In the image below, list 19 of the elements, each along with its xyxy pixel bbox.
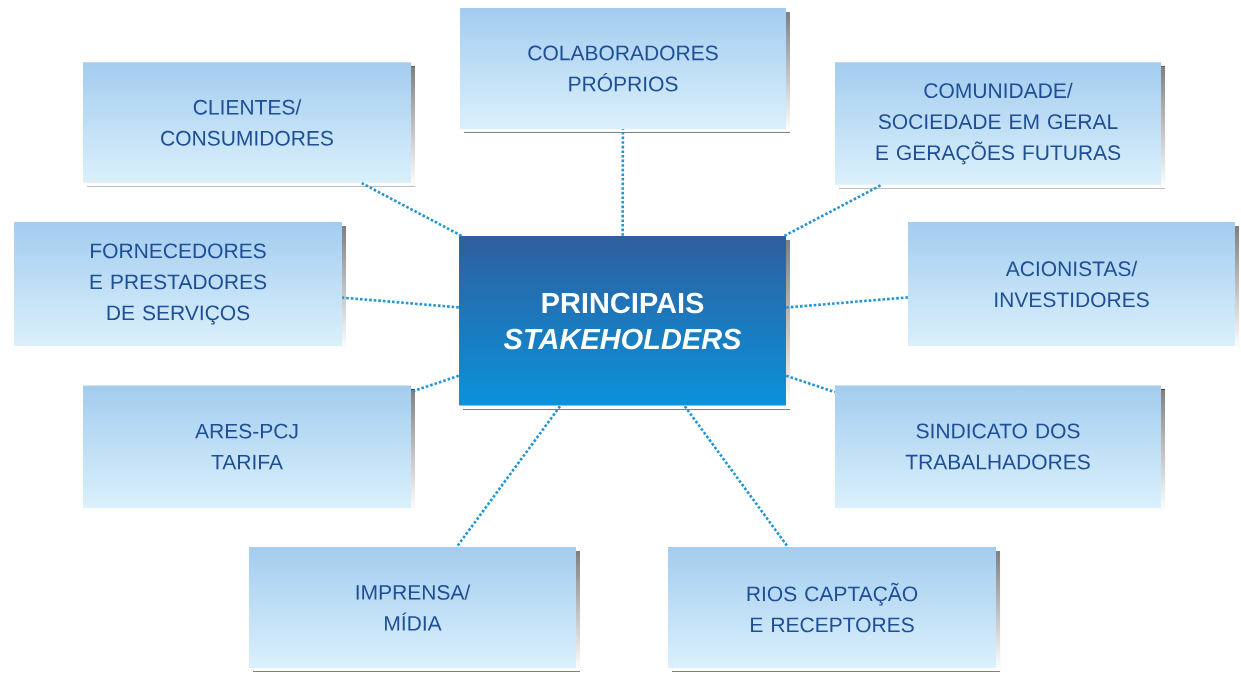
dotted-connector bbox=[455, 405, 562, 548]
dotted-connector bbox=[785, 374, 836, 394]
stakeholder-box: RIOS CAPTAÇÃO E RECEPTORES bbox=[668, 547, 1000, 672]
hub-box: PRINCIPAIS STAKEHOLDERS bbox=[459, 236, 790, 410]
dotted-connector bbox=[410, 374, 460, 393]
dotted-connector bbox=[783, 184, 882, 237]
dotted-connector bbox=[786, 296, 908, 309]
dotted-connector bbox=[621, 129, 625, 236]
stakeholder-box: CLIENTES/ CONSUMIDORES bbox=[83, 62, 415, 187]
stakeholder-box: IMPRENSA/ MÍDIA bbox=[249, 547, 580, 672]
stakeholder-box: ARES-PCJ TARIFA bbox=[83, 385, 415, 512]
stakeholder-box: COMUNIDADE/ SOCIEDADE EM GERAL E GERAÇÕES FUTURAS bbox=[835, 62, 1165, 189]
stakeholder-box: SINDICATO DOS TRABALHADORES bbox=[835, 385, 1165, 512]
dotted-connector bbox=[361, 182, 463, 237]
dotted-connector bbox=[683, 405, 789, 548]
stakeholder-box: FORNECEDORES E PRESTADORES DE SERVIÇOS bbox=[14, 222, 346, 350]
stakeholder-box: ACIONISTAS/ INVESTIDORES bbox=[908, 222, 1239, 350]
stakeholder-box: COLABORADORES PRÓPRIOS bbox=[460, 8, 790, 133]
dotted-connector bbox=[342, 296, 459, 309]
